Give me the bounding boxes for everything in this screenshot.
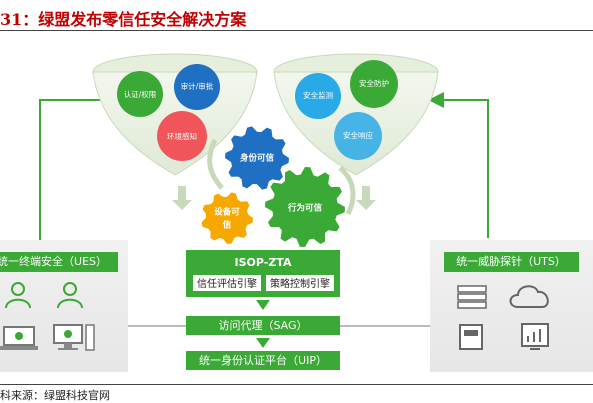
left-feedback-line bbox=[39, 92, 120, 255]
right-funnel: 安全监测 安全防护 安全响应 bbox=[273, 53, 439, 176]
user-icon bbox=[5, 282, 31, 309]
laptop-icon bbox=[0, 326, 38, 350]
right-cycle-arrow bbox=[338, 166, 356, 216]
security-response-circle bbox=[334, 112, 382, 160]
access-proxy-label: 访问代理（SAG） bbox=[218, 319, 307, 332]
right-feedback-line bbox=[428, 92, 489, 238]
funnel-right-item-2: 安全防护 bbox=[359, 78, 389, 88]
trust-engine-label: 信任评估引擎 bbox=[197, 277, 257, 290]
right-panel-title: 统一威胁探针（UTS） bbox=[456, 254, 566, 268]
funnel-right-item-1: 安全监测 bbox=[303, 90, 333, 100]
arrow-to-proxy bbox=[256, 300, 270, 310]
gear-identity bbox=[225, 126, 289, 190]
left-cycle-arrow bbox=[207, 138, 224, 190]
funnel-left-item-1: 认证/权限 bbox=[124, 89, 157, 99]
auth-permission-circle bbox=[117, 71, 163, 117]
figure-title: 31：绿盟发布零信任安全解决方案 bbox=[0, 10, 247, 29]
source-divider bbox=[0, 384, 593, 385]
storage-icon bbox=[459, 324, 483, 350]
policy-engine-label: 策略控制引擎 bbox=[270, 277, 330, 290]
left-panel-title: 统一终端安全（UES） bbox=[0, 254, 107, 268]
desktop-icon bbox=[53, 324, 95, 351]
connector-lines bbox=[39, 92, 489, 255]
isop-zta-title: ISOP-ZTA bbox=[235, 256, 292, 269]
audit-approval-circle bbox=[174, 64, 220, 110]
gear-device bbox=[201, 192, 253, 244]
arrow-to-auth bbox=[256, 338, 270, 348]
gear-device-label-2: 信 bbox=[223, 220, 232, 231]
left-down-arrow bbox=[172, 186, 192, 210]
security-protect-circle bbox=[350, 60, 398, 108]
gear-identity-label: 身份可信 bbox=[239, 153, 275, 164]
access-proxy-box bbox=[186, 316, 340, 335]
gears-group bbox=[201, 126, 345, 247]
funnel-left-item-3: 环境感知 bbox=[167, 131, 197, 141]
left-funnel: 认证/权限 审计/审批 环境感知 bbox=[92, 53, 258, 176]
identity-platform-box bbox=[186, 351, 340, 370]
chart-monitor-icon bbox=[521, 323, 549, 350]
source-note: 科来源：绿盟科技官网 bbox=[0, 389, 110, 402]
right-panel: 统一威胁探针（UTS） bbox=[430, 240, 593, 372]
left-panel: 统一终端安全（UES） bbox=[0, 240, 128, 372]
funnel-right-item-3: 安全响应 bbox=[343, 130, 373, 140]
isop-zta-block: ISOP-ZTA 信任评估引擎 策略控制引擎 bbox=[186, 250, 340, 297]
funnel-left-item-2: 审计/审批 bbox=[181, 81, 214, 91]
gear-device-label-1: 设备可 bbox=[214, 207, 240, 218]
gear-behavior bbox=[265, 167, 345, 247]
gear-behavior-label: 行为可信 bbox=[287, 203, 323, 214]
identity-platform-label: 统一身份认证平台（UIP） bbox=[199, 353, 327, 367]
server-icon bbox=[457, 285, 487, 309]
environment-circle bbox=[157, 111, 207, 161]
cloud-icon bbox=[509, 285, 549, 308]
security-monitor-circle bbox=[295, 73, 341, 119]
right-down-arrow bbox=[356, 186, 376, 210]
title-divider bbox=[0, 30, 593, 31]
user-icon bbox=[57, 282, 83, 309]
